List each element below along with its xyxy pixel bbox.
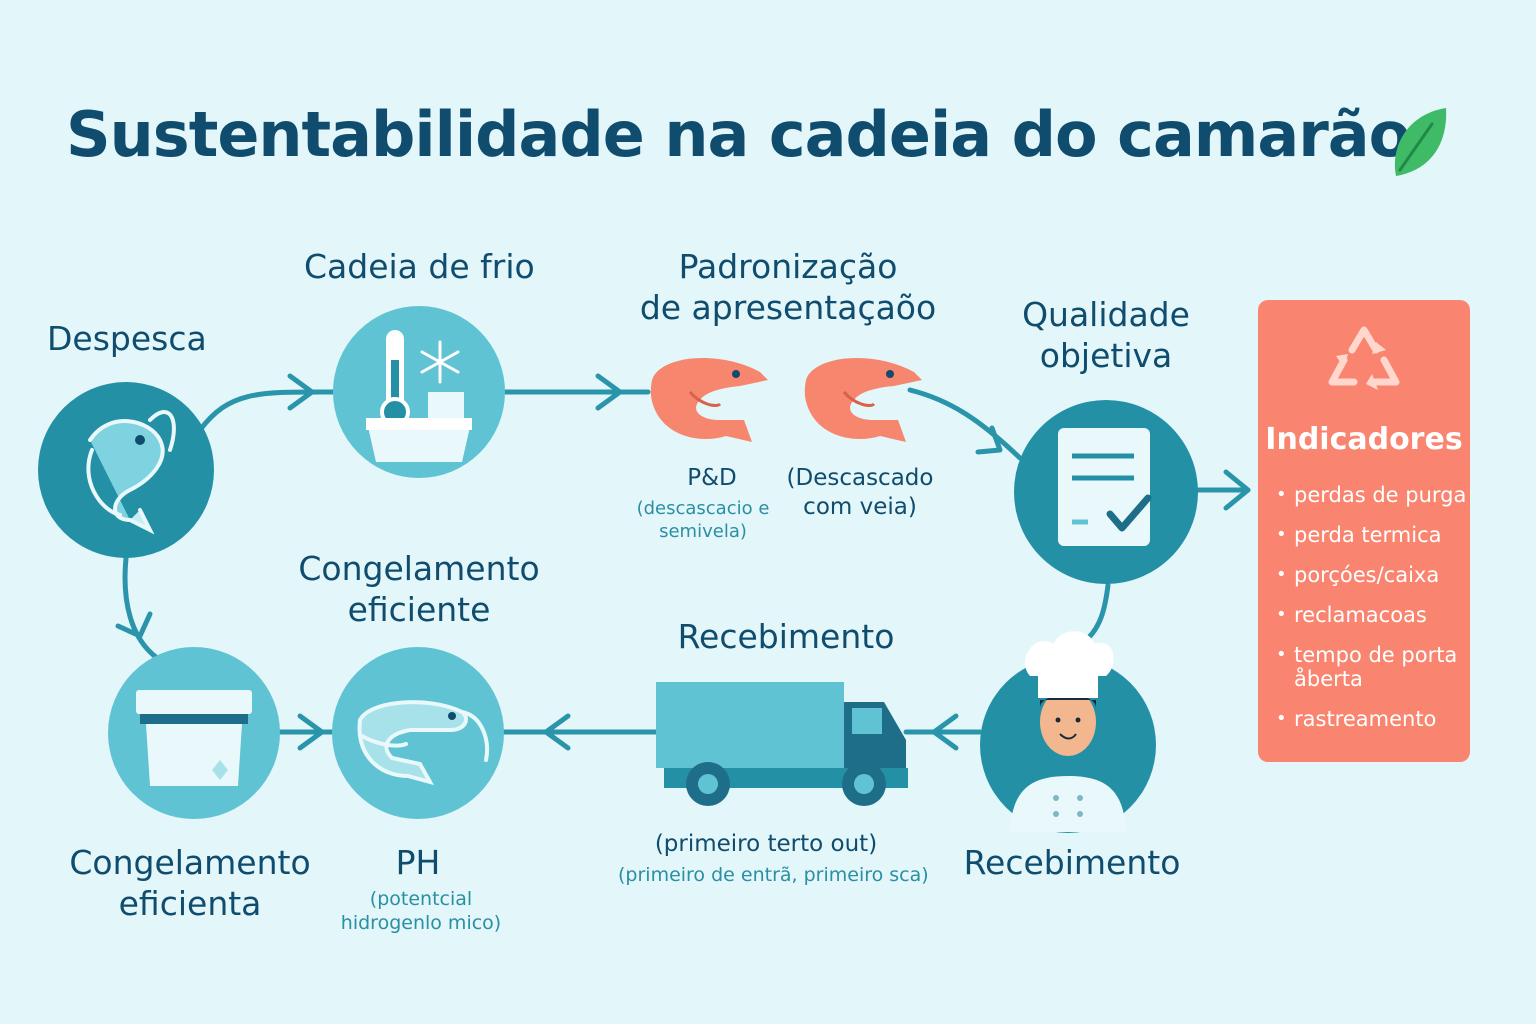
arrow-padronizacao-to-qualidade <box>907 387 1023 461</box>
indicator-item: porçóes/caixa <box>1274 563 1470 587</box>
label-congelamento-top-line1: Congelamento <box>298 549 540 588</box>
label-congelamento-top-line2: eficiente <box>347 590 491 630</box>
label-qualidade-line2: objetiva <box>1039 336 1173 376</box>
label-descascado-line2: com veia) <box>803 493 917 520</box>
cadeia-frio-node <box>333 306 505 478</box>
label-descascado-line1: (Descascado <box>786 465 934 491</box>
ph-node <box>332 647 504 819</box>
label-congelamento-bottom: Congelamento eficienta <box>62 842 318 925</box>
label-despesca: Despesca <box>47 319 207 358</box>
label-padronizacao-line2: de apresentaçaõo <box>639 288 937 328</box>
label-padronizacao-line1: Padronização <box>678 247 898 286</box>
document-check-icon <box>1058 428 1152 546</box>
label-fifo-sub: (primeiro de entrã, primeiro sca) <box>618 864 929 886</box>
label-qualidade: Qualidade objetiva <box>1008 294 1204 377</box>
label-qualidade-line1: Qualidade <box>1022 295 1190 334</box>
indicator-item: tempo de porta åberta <box>1274 643 1470 691</box>
shrimp-descascado-icon <box>804 358 922 442</box>
freezer-box-icon <box>136 690 252 786</box>
label-descascado: (Descascado com veia) <box>780 464 940 522</box>
label-pd-sub-line2: semivela) <box>659 520 747 542</box>
truck-icon <box>656 682 908 806</box>
arrowhead-7 <box>297 713 325 751</box>
indicators-panel: Indicadores perdas de purga perda termic… <box>1258 300 1470 762</box>
indicators-list: perdas de purga perda termica porçóes/ca… <box>1274 483 1470 747</box>
arrowhead-6 <box>543 713 571 751</box>
arrow-despesca-to-cadeia <box>197 389 337 433</box>
leaf-icon <box>1394 108 1447 176</box>
congelamento-node <box>108 647 280 819</box>
label-recebimento-right: Recebimento <box>963 843 1181 882</box>
label-congelamento-top: Congelamento eficiente <box>292 548 546 631</box>
chef-icon <box>1010 631 1126 832</box>
arrow-despesca-to-freezer <box>122 555 163 663</box>
recycle-icon <box>1328 326 1400 390</box>
label-padronizacao: Padronização de apresentaçaõo <box>638 246 938 329</box>
indicator-item: rastreamento <box>1274 707 1470 731</box>
label-congelamento-bottom-line1: Congelamento <box>69 843 311 882</box>
page-title: Sustentabilidade na cadeia do camarão <box>66 98 1411 171</box>
chef-node <box>980 631 1156 833</box>
arrowhead-1 <box>287 373 315 411</box>
snowflake-icon <box>420 340 460 384</box>
indicator-item: perda termica <box>1274 523 1470 547</box>
label-ph-sub-line1: (potentcial <box>369 888 473 910</box>
label-pd-sub: (descascacio e semivela) <box>632 498 774 543</box>
indicator-item: perdas de purga <box>1274 483 1470 507</box>
label-ph: PH <box>395 843 441 882</box>
arrowhead-3 <box>975 425 1003 455</box>
qualidade-node <box>1014 400 1198 584</box>
shrimp-ph-icon <box>357 700 489 786</box>
label-congelamento-bottom-line2: eficienta <box>118 884 262 924</box>
label-recebimento-mid: Recebimento <box>677 617 895 656</box>
label-ph-sub-line2: hidrogenlo mico) <box>340 911 502 934</box>
label-pd: P&D <box>687 465 737 491</box>
arrowhead-2 <box>595 373 623 411</box>
label-fifo: (primeiro terto out) <box>654 831 878 857</box>
ice-tub-icon <box>366 392 472 462</box>
label-cadeia-frio: Cadeia de frio <box>304 247 535 286</box>
arrow-qualidade-to-chef <box>1083 582 1111 643</box>
label-pd-sub-line1: (descascacio e <box>636 498 770 519</box>
shrimp-pd-icon <box>650 358 768 442</box>
indicator-item: reclamacoas <box>1274 603 1470 627</box>
indicators-title: Indicadores <box>1265 422 1463 457</box>
despesca-node <box>38 382 214 558</box>
arrowhead-5 <box>931 713 959 751</box>
shrimp-icon <box>86 410 176 535</box>
arrowhead-8 <box>115 611 153 639</box>
arrowhead-4 <box>1223 469 1251 511</box>
label-ph-sub: (potentcial hidrogenlo mico) <box>332 888 510 936</box>
